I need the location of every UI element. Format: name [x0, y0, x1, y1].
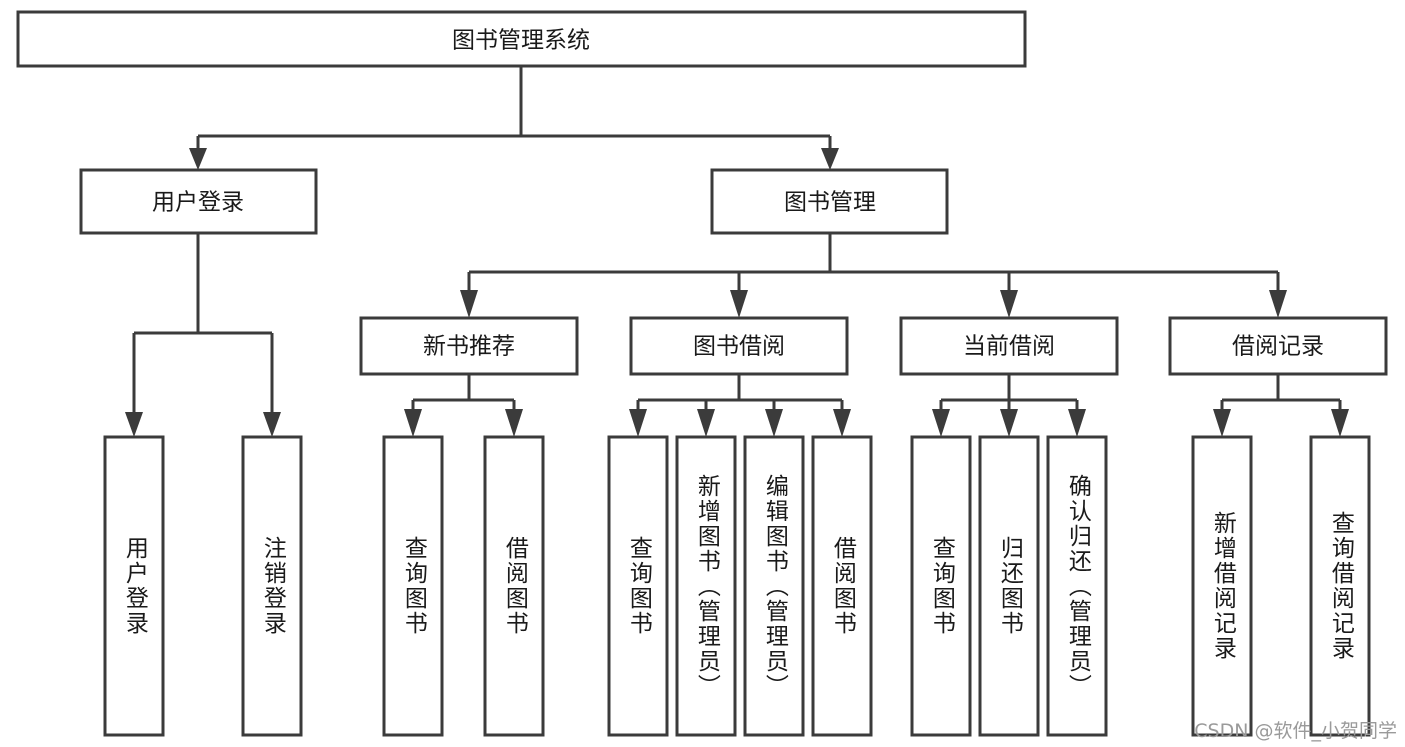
arrowhead-leaf-query-book-2: [629, 409, 647, 437]
node-root[interactable]: [16, 10, 1027, 68]
node-leaf-return-book[interactable]: [978, 435, 1040, 737]
node-borrow-record-label: 借阅记录: [1232, 334, 1324, 360]
node-leaf-add-book[interactable]: [675, 435, 737, 737]
leaf-label-query-record: 查询借阅记录: [1327, 511, 1354, 661]
arrowhead-leaf-add-book: [697, 409, 715, 437]
node-leaf-query-book-2[interactable]: [607, 435, 669, 737]
arrowhead-leaf-edit-book: [765, 409, 783, 437]
node-current-borrow-label: 当前借阅: [963, 334, 1055, 360]
node-book-management-label: 图书管理: [784, 190, 876, 216]
node-borrow-record[interactable]: [1168, 316, 1388, 376]
arrowhead-leaf-borrow-book-1: [505, 409, 523, 437]
arrowhead-leaf-return-book: [1000, 409, 1018, 437]
leaf-label-user-login: 用户登录: [121, 536, 148, 636]
leaf-label-query-book-2: 查询图书: [625, 536, 652, 636]
arrowhead-leaf-query-book-3: [932, 409, 950, 437]
node-current-borrow[interactable]: [899, 316, 1119, 376]
node-root-label: 图书管理系统: [452, 28, 590, 54]
arrowhead-leaf-borrow-book-2: [833, 409, 851, 437]
arrowhead-current-borrow: [1000, 290, 1018, 318]
arrowhead-new-book-recommend: [460, 290, 478, 318]
leaf-label-user-logout: 注销登录: [259, 536, 286, 636]
arrowhead-leaf-query-record: [1331, 409, 1349, 437]
leaf-label-borrow-book-2: 借阅图书: [829, 536, 856, 636]
node-leaf-user-logout[interactable]: [241, 435, 303, 737]
node-user-login-label: 用户登录: [152, 190, 244, 216]
node-leaf-query-book-3[interactable]: [910, 435, 972, 737]
leaf-label-add-record: 新增借阅记录: [1209, 511, 1236, 661]
leaf-label-confirm-return: 确认归还（管理员）: [1064, 473, 1091, 699]
node-leaf-edit-book[interactable]: [743, 435, 805, 737]
arrowhead-leaf-user-logout: [263, 412, 281, 437]
node-leaf-borrow-book-2[interactable]: [811, 435, 873, 737]
node-leaf-borrow-book-1[interactable]: [483, 435, 545, 737]
node-new-book-recommend[interactable]: [359, 316, 579, 376]
node-leaf-query-record[interactable]: [1309, 435, 1371, 737]
arrowhead-user-login: [189, 148, 207, 170]
leaf-label-query-book-1: 查询图书: [400, 536, 427, 636]
connector-layer: [125, 66, 1349, 437]
leaf-label-edit-book: 编辑图书（管理员）: [761, 473, 788, 699]
node-book-management[interactable]: [710, 168, 949, 235]
leaf-label-return-book: 归还图书: [996, 536, 1023, 636]
node-book-borrow-label: 图书借阅: [693, 334, 785, 360]
arrowhead-leaf-user-login: [125, 412, 143, 437]
node-user-login[interactable]: [79, 168, 318, 235]
arrowhead-leaf-query-book-1: [404, 409, 422, 437]
arrowhead-book-management: [821, 148, 839, 170]
arrowhead-leaf-confirm-return: [1068, 409, 1086, 437]
node-leaf-query-book-1[interactable]: [382, 435, 444, 737]
node-leaf-confirm-return[interactable]: [1046, 435, 1108, 737]
node-book-borrow[interactable]: [629, 316, 849, 376]
node-leaf-add-record[interactable]: [1191, 435, 1253, 737]
node-new-book-recommend-label: 新书推荐: [423, 334, 515, 360]
node-layer: 图书管理系统 用户登录 图书管理 新书推荐 图书借阅 当前借阅 借阅记录: [16, 10, 1388, 737]
leaf-label-borrow-book-1: 借阅图书: [501, 536, 528, 636]
node-leaf-user-login[interactable]: [103, 435, 165, 737]
arrowhead-book-borrow: [730, 290, 748, 318]
arrowhead-leaf-add-record: [1213, 409, 1231, 437]
leaf-label-add-book: 新增图书（管理员）: [693, 473, 720, 699]
arrowhead-borrow-record: [1269, 290, 1287, 318]
leaf-label-query-book-3: 查询图书: [928, 536, 955, 636]
